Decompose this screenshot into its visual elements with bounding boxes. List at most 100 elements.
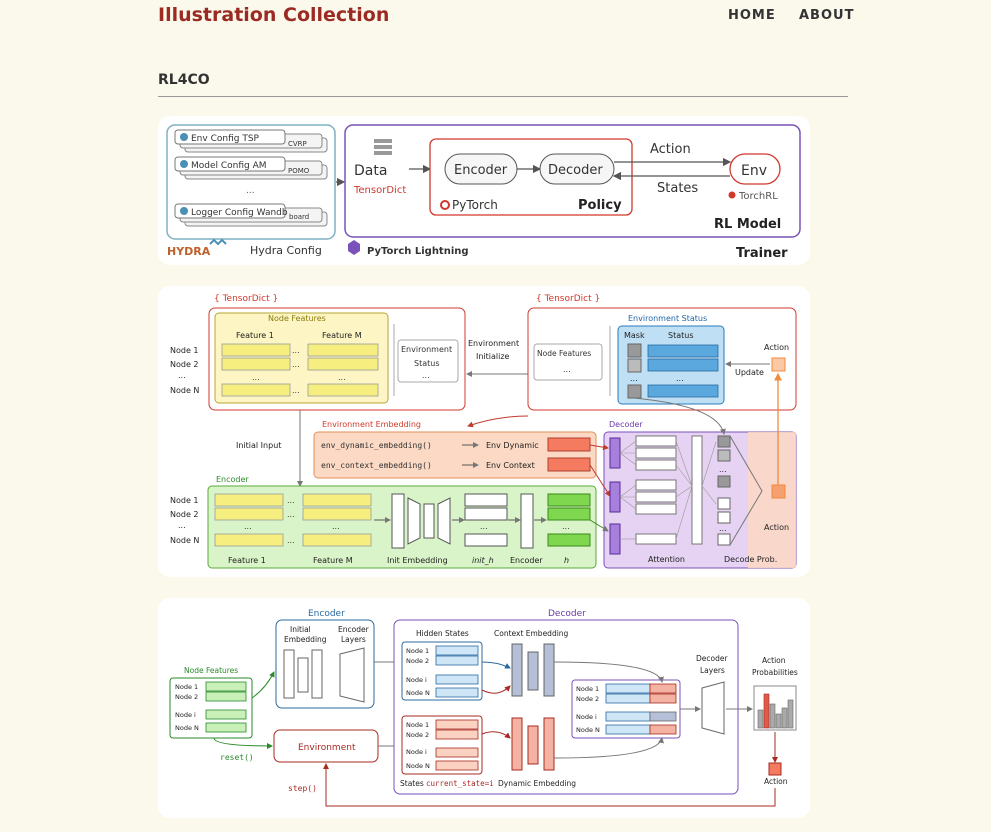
node-features-box [214, 312, 389, 404]
node2-label: Node 2 [406, 657, 429, 665]
nav-home[interactable]: HOME [728, 8, 776, 23]
nodeN-label: Node N [576, 726, 600, 734]
trainer-label: Trainer [736, 246, 788, 261]
encoder-layers-label: Layers [341, 635, 366, 644]
context-embedding-fn: env_context_embedding() [321, 461, 432, 470]
current-state-label: current_state=i [426, 779, 494, 788]
node-features-title: Node Features [268, 314, 326, 323]
rl-model-label: RL Model [714, 217, 781, 232]
gear-icon [180, 133, 188, 141]
decoder-layers-label: Decoder [696, 654, 728, 663]
node-features-small-dots: ... [563, 365, 571, 374]
feature1-label: Feature 1 [228, 556, 266, 565]
site-title[interactable]: Illustration Collection [158, 4, 390, 26]
decode-prob-label: Decode Prob. [724, 555, 777, 564]
node-features-small [533, 343, 603, 381]
torchrl-icon [728, 191, 736, 199]
decoder-layers [701, 681, 725, 735]
environment-label: Environment [298, 743, 356, 753]
nav-about[interactable]: ABOUT [799, 8, 855, 23]
decoder-layers-label: Layers [700, 666, 725, 675]
h-label: h [564, 556, 569, 565]
node-ellipsis: ... [178, 521, 186, 530]
env-config-label: Env Config TSP [191, 134, 260, 144]
encoder-label: Encoder [454, 163, 508, 178]
cell-ellipsis: ... [244, 522, 252, 531]
cell-ellipsis: ... [292, 386, 300, 395]
left-feature-cells [221, 343, 379, 397]
hidden-state-cells [435, 645, 479, 698]
config-ellipsis: ... [246, 186, 255, 196]
cell-ellipsis: ... [719, 524, 727, 533]
nodeN-label: Node N [170, 386, 199, 395]
encoder-layers [283, 647, 365, 703]
decode-prob-cells [717, 435, 731, 546]
figure-rl4co-overview: Env Config TSP CVRP Model Config AM POMO… [158, 116, 810, 265]
init-embedding-layers [391, 493, 451, 549]
model-config-card: Model Config AM POMO [174, 156, 328, 180]
encoder-layers-label: Encoder [338, 625, 370, 634]
encoder-layer [520, 493, 534, 549]
action-cell [768, 762, 782, 776]
data-label: Data [354, 163, 387, 179]
decode-prob-region [748, 432, 796, 568]
cell-ellipsis: ... [562, 522, 570, 531]
figure-rl4co-pipeline: { TensorDict } Node Features Feature 1 F… [158, 286, 810, 577]
decoder-label: Decoder [548, 163, 603, 178]
nodei-label: Node i [406, 676, 427, 684]
env-embedding-title: Environment Embedding [322, 420, 421, 429]
env-context-cell [547, 457, 591, 472]
section-title: RL4CO [158, 72, 210, 88]
nodeN-label: Node N [406, 762, 430, 770]
node1-label: Node 1 [576, 685, 599, 693]
env-config-card: Env Config TSP CVRP [174, 129, 328, 153]
pytorch-label: PyTorch [452, 198, 498, 212]
node2-label: Node 2 [576, 695, 599, 703]
data-stack-icon [374, 139, 392, 155]
lightning-icon [348, 240, 360, 255]
cell-ellipsis: ... [332, 522, 340, 531]
env-status-placeholder-text: Status [414, 359, 440, 368]
env-config-tag: CVRP [288, 140, 307, 148]
action-prob-label: Probabilities [752, 668, 798, 677]
initial-input-label: Initial Input [236, 441, 281, 450]
node1-label: Node 1 [170, 496, 199, 505]
node2-label: Node 2 [170, 360, 199, 369]
nodeN-label: Node N [170, 536, 199, 545]
section-divider [158, 96, 848, 97]
node1-label: Node 1 [170, 346, 199, 355]
env-label: Env [741, 163, 767, 179]
status-cells [647, 344, 719, 398]
action-prob-label: Action [762, 656, 786, 665]
decoder-input-cells [605, 683, 677, 735]
selected-prob-bar [763, 693, 770, 729]
env-embedding-box [313, 431, 597, 479]
dynamic-embedding-layers [511, 717, 555, 771]
node1-label: Node 1 [175, 683, 198, 691]
tensordict-left-label: { TensorDict } [214, 294, 278, 304]
cell-ellipsis: ... [287, 510, 295, 519]
dynamic-embedding-fn: env_dynamic_embedding() [321, 441, 432, 450]
env-dynamic-label: Env Dynamic [486, 441, 539, 450]
cell-ellipsis: ... [338, 373, 346, 382]
action-cell [771, 357, 786, 372]
decoder-node [539, 153, 615, 185]
node-feature-cells [205, 681, 247, 733]
initial-embedding-label: Embedding [284, 635, 327, 644]
step-label: step() [288, 784, 317, 793]
hydra-heads-icon [209, 238, 227, 246]
hydra-logo: HYDRA [167, 245, 211, 258]
attention-edges [619, 440, 693, 540]
logger-config-label: Logger Config Wandb [191, 208, 288, 218]
env-node [729, 153, 781, 185]
encoder-layer-label: Encoder [510, 556, 543, 565]
nodeN-label: Node N [406, 689, 430, 697]
node-ellipsis: ... [178, 371, 186, 380]
action-prob-bars [757, 699, 794, 729]
update-label: Update [735, 368, 764, 377]
encoder-title: Encoder [216, 475, 249, 484]
env-initialize-label: Environment [468, 339, 519, 348]
state-cells [435, 719, 479, 771]
init-embedding-label: Init Embedding [387, 556, 448, 565]
node-features-title: Node Features [184, 666, 238, 675]
